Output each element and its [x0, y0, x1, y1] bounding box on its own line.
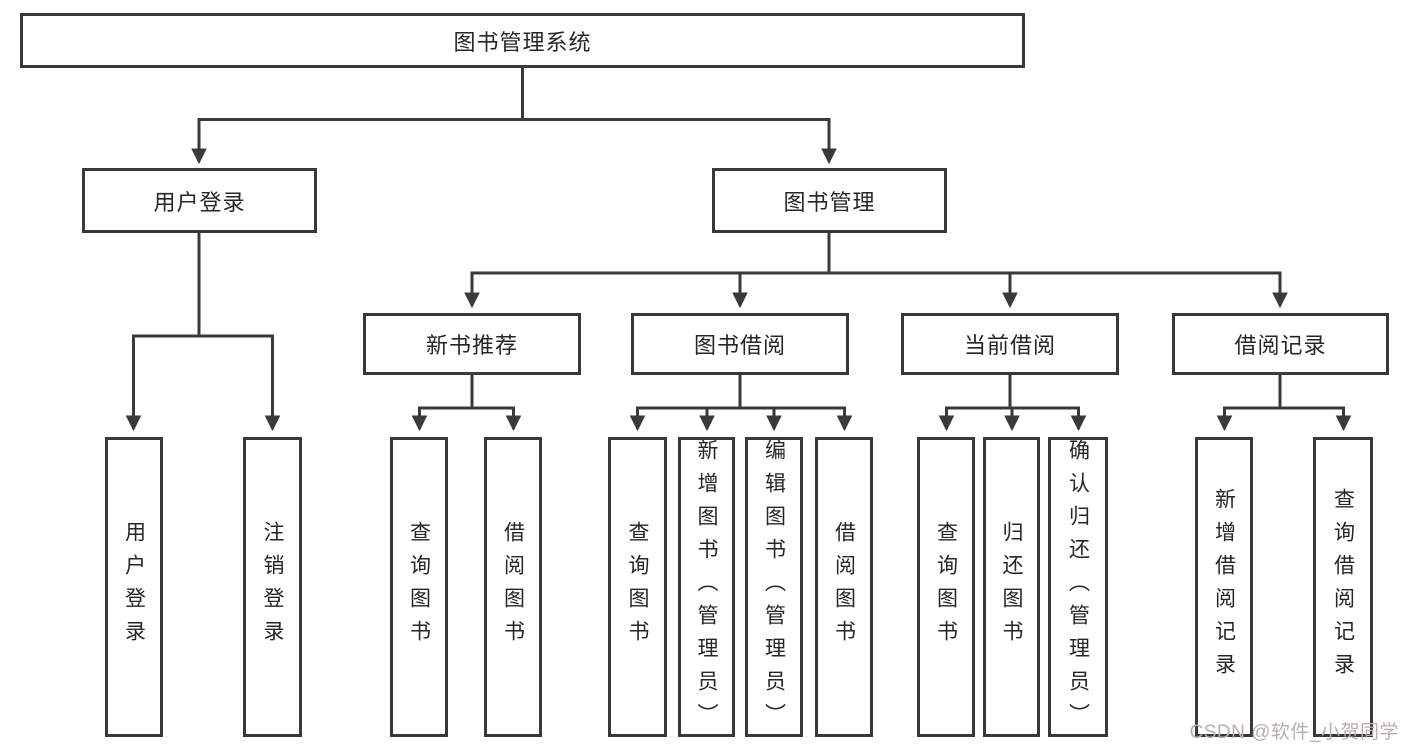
leaf-borrow-books-1-label: 借阅图书	[501, 521, 525, 653]
leaf-borrow-books-1: 借阅图书	[484, 437, 542, 737]
leaf-add-borrow-record-label: 新增借阅记录	[1212, 488, 1236, 686]
node-current-borrowing: 当前借阅	[901, 313, 1119, 375]
leaf-user-login-label: 用户登录	[122, 521, 146, 653]
watermark: CSDN @软件_小贺同学	[1189, 722, 1399, 743]
leaf-logout-label: 注销登录	[261, 521, 284, 653]
leaf-logout: 注销登录	[243, 437, 302, 737]
leaf-add-book-admin: 新增图书（管理员）	[678, 437, 735, 737]
leaf-edit-book-admin: 编辑图书（管理员）	[745, 437, 803, 737]
leaf-confirm-return-admin-label: 确认归还（管理员）	[1066, 438, 1090, 736]
leaf-query-borrow-record-label: 查询借阅记录	[1331, 488, 1355, 686]
node-root-label: 图书管理系统	[453, 29, 592, 55]
node-book-management-label: 图书管理	[783, 189, 876, 215]
leaf-query-books-3: 查询图书	[917, 437, 975, 737]
node-user-login-label: 用户登录	[153, 189, 246, 215]
node-book-borrowing-label: 图书借阅	[693, 333, 786, 358]
node-book-borrowing: 图书借阅	[631, 313, 849, 375]
node-borrow-records-label: 借阅记录	[1234, 333, 1327, 358]
leaf-add-borrow-record: 新增借阅记录	[1195, 437, 1253, 737]
leaf-borrow-books-2-label: 借阅图书	[832, 521, 856, 653]
leaf-return-books: 归还图书	[983, 437, 1040, 737]
node-current-borrowing-label: 当前借阅	[963, 333, 1056, 358]
leaf-return-books-label: 归还图书	[1000, 521, 1023, 653]
node-new-book-recommend: 新书推荐	[363, 313, 581, 375]
node-new-book-recommend-label: 新书推荐	[425, 333, 518, 358]
leaf-query-books-1-label: 查询图书	[407, 521, 431, 653]
leaf-query-books-2: 查询图书	[608, 437, 667, 737]
leaf-query-borrow-record: 查询借阅记录	[1313, 437, 1373, 737]
leaf-query-books-2-label: 查询图书	[626, 521, 649, 653]
leaf-query-books-3-label: 查询图书	[934, 521, 958, 653]
leaf-user-login: 用户登录	[105, 437, 163, 737]
leaf-add-book-admin-label: 新增图书（管理员）	[695, 438, 718, 736]
leaf-query-books-1: 查询图书	[390, 437, 448, 737]
node-borrow-records: 借阅记录	[1172, 313, 1389, 375]
connector-arrows	[125, 119, 1352, 432]
leaf-edit-book-admin-label: 编辑图书（管理员）	[762, 438, 786, 736]
node-book-management: 图书管理	[712, 168, 947, 233]
node-root: 图书管理系统	[20, 13, 1025, 68]
node-user-login: 用户登录	[82, 168, 317, 233]
connector-segments	[132, 66, 1345, 410]
leaf-borrow-books-2: 借阅图书	[815, 437, 873, 737]
leaf-confirm-return-admin: 确认归还（管理员）	[1048, 437, 1108, 737]
